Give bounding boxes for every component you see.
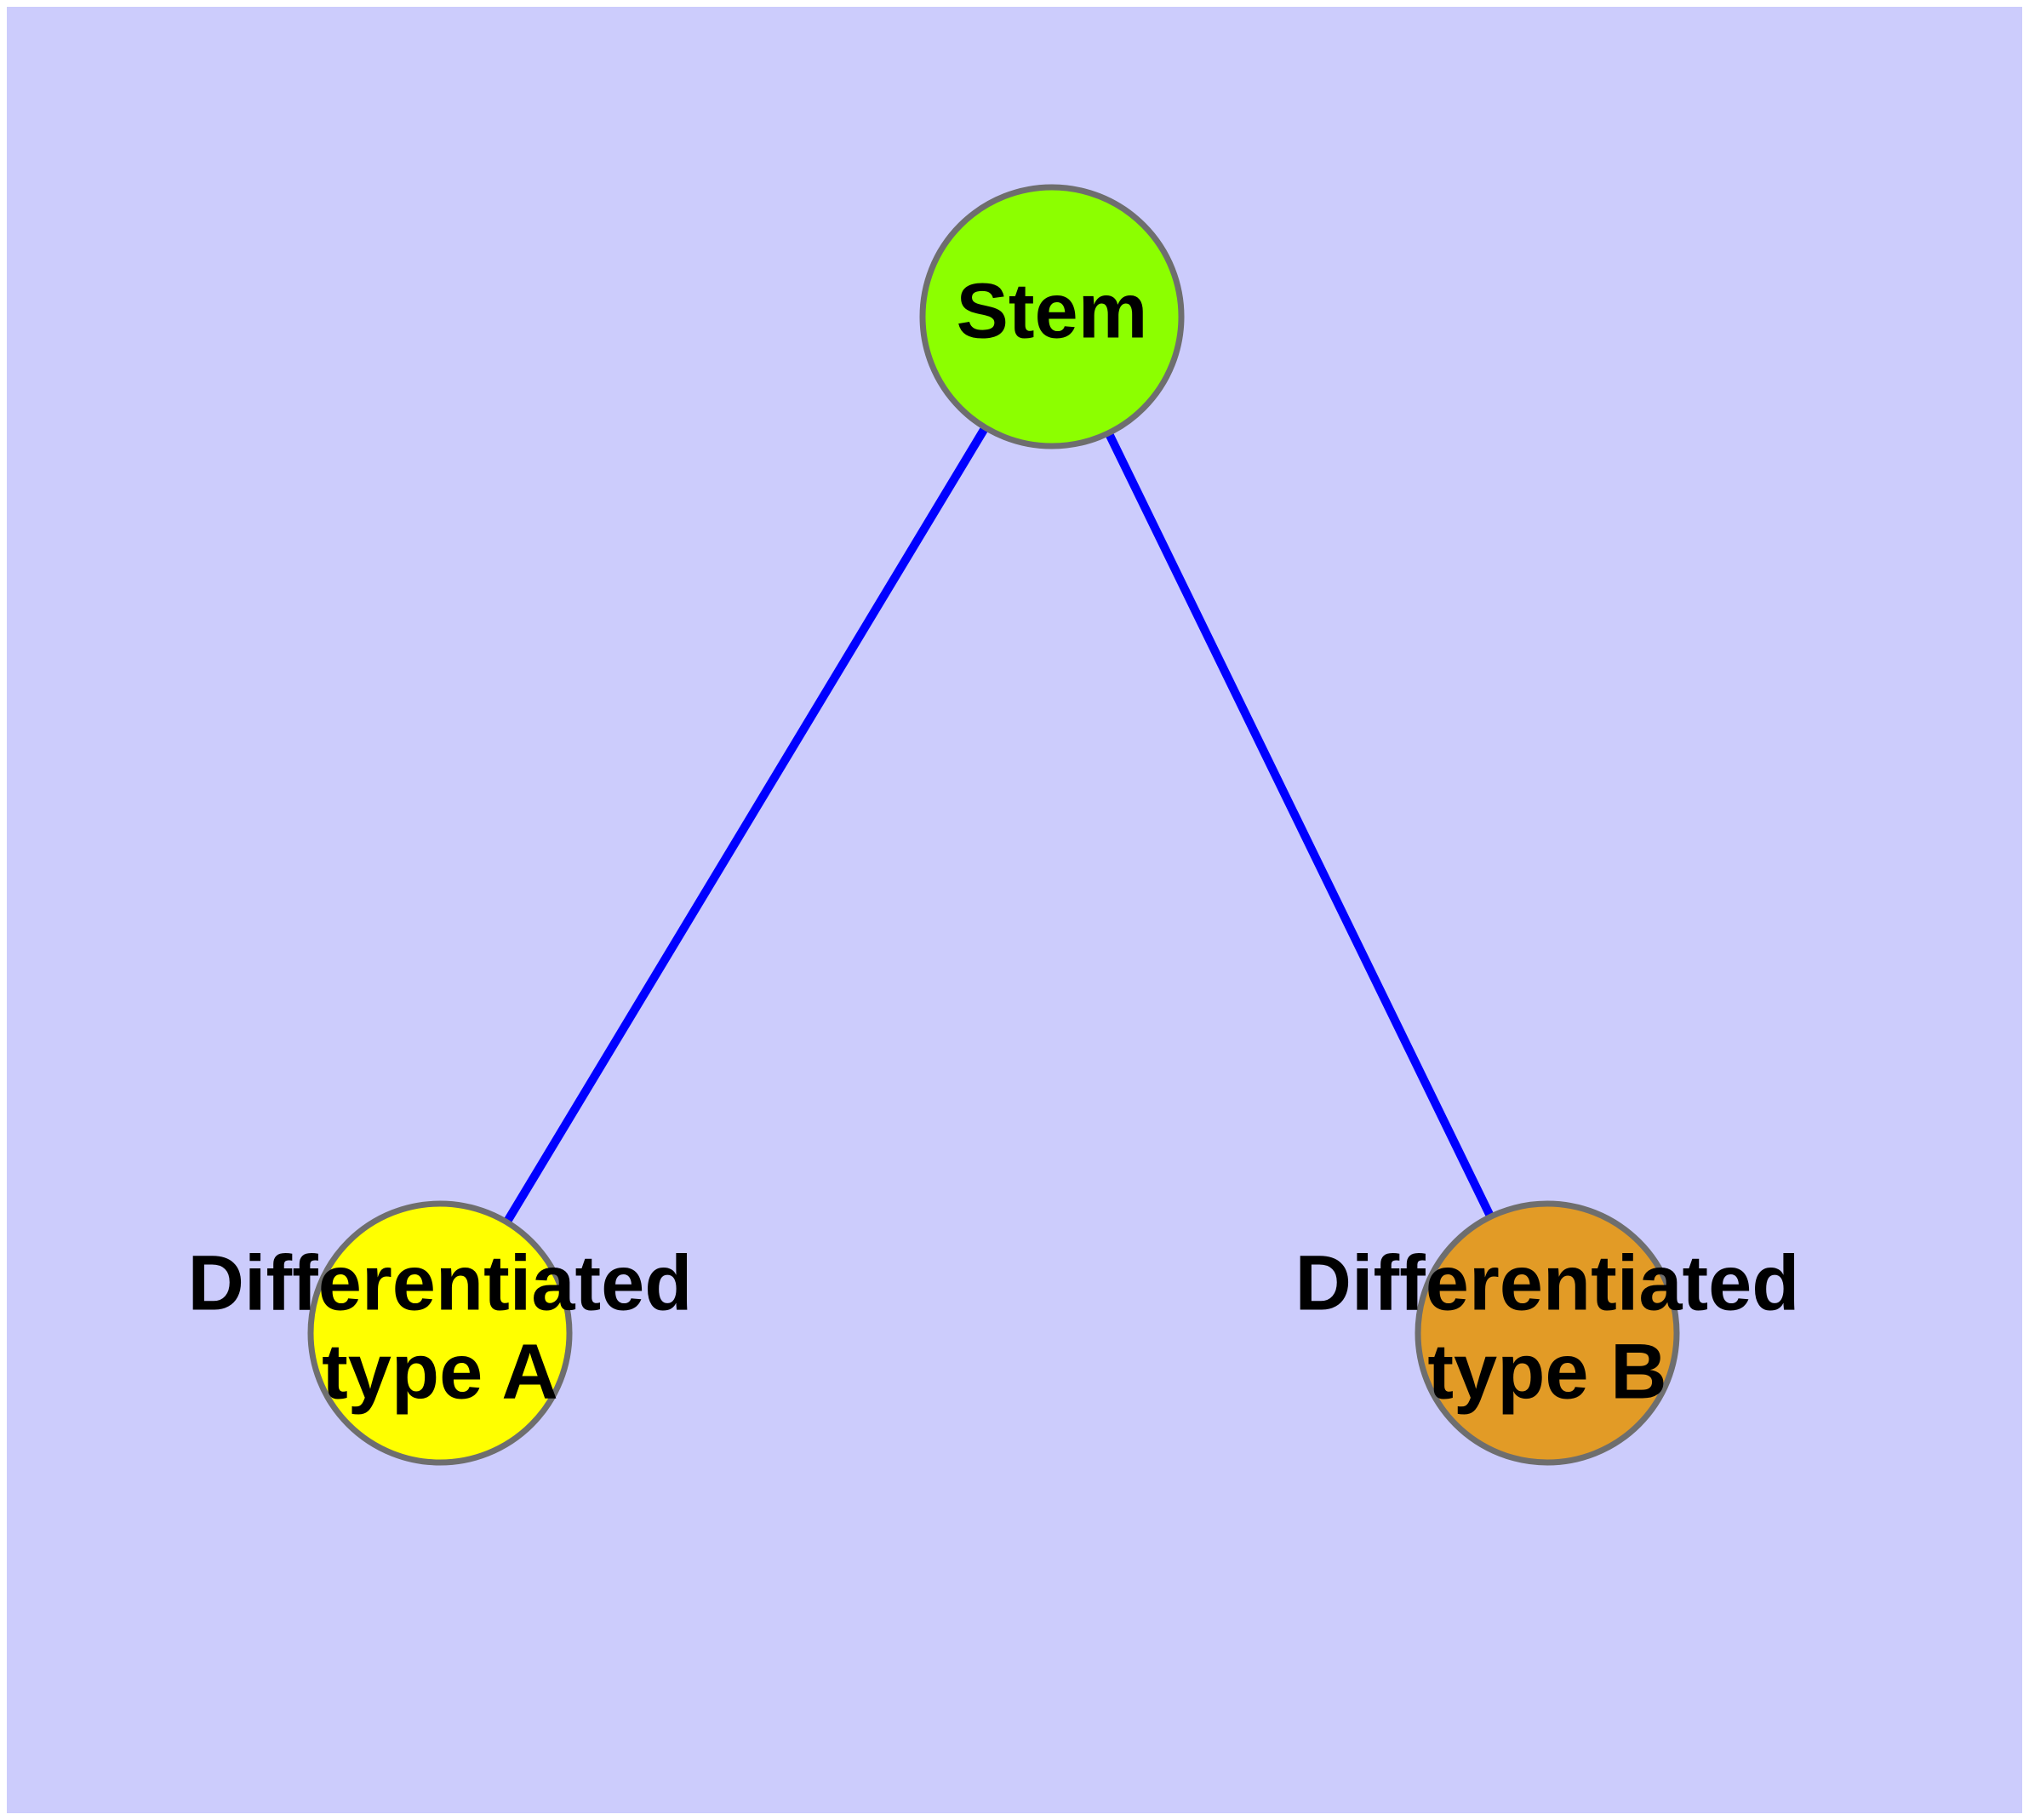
node-circle-stem[interactable] (919, 184, 1185, 449)
edge-layer (436, 314, 1552, 1336)
node-label-stem-line-1: Stem (957, 267, 1148, 354)
node-circle-diff_b[interactable] (1415, 1200, 1680, 1466)
node-label-diff_b-line-1: Differentiated (1295, 1239, 1800, 1326)
edge-stem-to-diff_a[interactable] (436, 314, 1056, 1336)
node-label-diff_a-line-2: type A (322, 1328, 558, 1415)
node-stem[interactable]: Stem (919, 184, 1185, 449)
edge-stem-to-diff_b[interactable] (1048, 314, 1552, 1336)
node-circle-diff_a[interactable] (307, 1200, 573, 1466)
node-label-diff_a-line-1: Differentiated (188, 1239, 693, 1326)
node-label-diff_b-line-2: type B (1427, 1328, 1666, 1415)
